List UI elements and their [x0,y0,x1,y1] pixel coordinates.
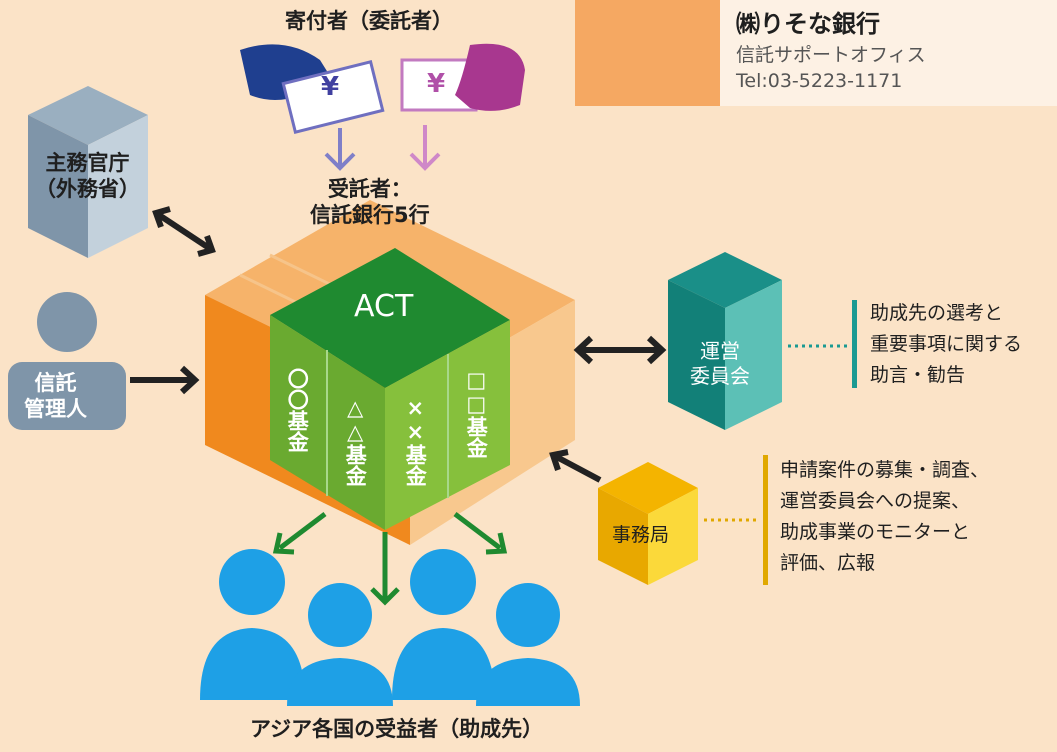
secretariat-note: 申請案件の募集・調査、 運営委員会への提案、 助成事業のモニターと 評価、広報 [780,459,990,574]
yen-symbol-2: ¥ [427,69,446,99]
donation-arrows [324,125,441,171]
bank-name: ㈱りそな銀行 [736,10,880,38]
committee-note: 助成先の選考と 重要事項に関する 助言・勧告 [870,302,1023,386]
fund-label-2: △△基金 [343,396,368,486]
act-label: ACT [354,289,414,324]
ministry-label: 主務官庁 （外務省） [35,151,140,202]
committee-label: 運営 委員会 [690,339,750,388]
note-connectors [704,300,857,585]
manager-label: 信託 管理人 [24,371,87,422]
fund-label-3: ××基金 [403,396,428,486]
bank-color-block [575,0,720,106]
fund-label-4: □□基金 [464,368,489,458]
manager-person-icon [8,292,126,430]
trustee-label: 受託者： 信託銀行5行 [310,177,430,228]
bank-dept: 信託サポートオフィス [736,44,926,66]
beneficiaries-label: アジア各国の受益者（助成先） [250,717,544,741]
yen-symbol-1: ¥ [321,72,340,102]
bank-contact: ㈱りそな銀行 信託サポートオフィス Tel:03-5223-1171 [720,0,1057,106]
secretariat-label: 事務局 [612,524,670,546]
bank-tel: Tel:03-5223-1171 [736,70,903,92]
grant-arrows [272,512,508,606]
committee-block [668,252,782,430]
donor-hands-icon [240,43,525,134]
beneficiaries-people-icon [200,549,580,706]
ministry-block [28,86,148,258]
relationship-arrows [130,206,667,483]
act-cube [270,248,510,530]
fund-label-1: 〇〇基金 [285,368,310,452]
donor-label: 寄付者（委託者） [285,9,453,33]
secretariat-block [598,462,698,585]
